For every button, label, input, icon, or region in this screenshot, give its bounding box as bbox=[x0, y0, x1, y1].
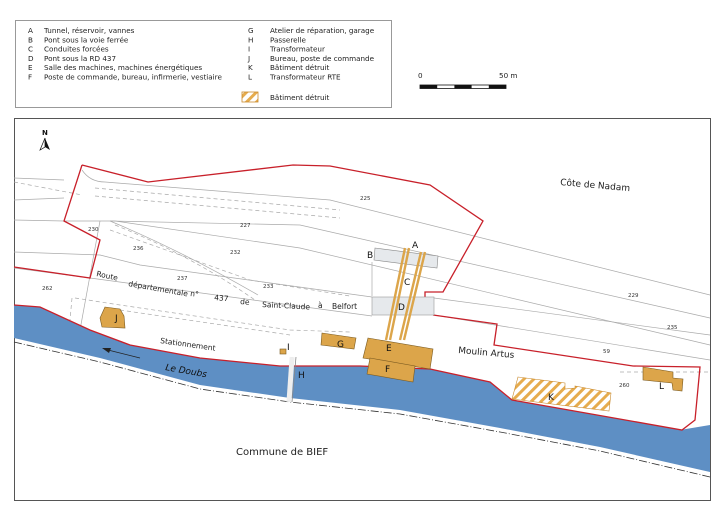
building-l bbox=[642, 366, 684, 392]
legend-label: Bâtiment détruit bbox=[270, 63, 330, 72]
legend-label: Conduites forcées bbox=[44, 45, 109, 54]
legend-key: G bbox=[248, 26, 254, 35]
hatch-label: Bâtiment détruit bbox=[270, 93, 330, 102]
legend-key: A bbox=[28, 26, 33, 35]
legend-key: L bbox=[248, 73, 252, 82]
parcel-number: 237 bbox=[177, 276, 188, 282]
label-moulin-artus: Moulin Artus bbox=[458, 346, 515, 361]
legend-key: K bbox=[248, 63, 253, 72]
building-g bbox=[320, 332, 357, 350]
property-boundary bbox=[13, 164, 701, 431]
building-f bbox=[366, 357, 416, 383]
svg-text:N: N bbox=[42, 129, 48, 137]
building-letter: D bbox=[398, 303, 405, 313]
legend-label: Poste de commande, bureau, infirmerie, v… bbox=[44, 73, 222, 82]
legend-key: I bbox=[248, 45, 250, 54]
parcel-number: 260 bbox=[619, 383, 630, 389]
building-k-destroyed bbox=[511, 376, 612, 412]
building-letter: L bbox=[659, 382, 664, 392]
parcel-number: 233 bbox=[263, 284, 274, 290]
parcel-number: 229 bbox=[628, 293, 639, 299]
building-letter: G bbox=[337, 340, 344, 350]
road-label-word: à bbox=[318, 301, 323, 310]
parcel-number: 235 bbox=[667, 325, 678, 331]
legend-key: H bbox=[248, 35, 253, 44]
legend-label: Pont sous la RD 437 bbox=[44, 54, 116, 63]
parcel-number: 232 bbox=[230, 250, 241, 256]
building-letter: H bbox=[298, 371, 305, 381]
legend-label: Bureau, poste de commande bbox=[270, 54, 375, 63]
label-commune-bief: Commune de BIEF bbox=[236, 447, 328, 458]
building-i bbox=[279, 348, 287, 355]
parcel-number: 59 bbox=[603, 349, 610, 355]
legend-key: D bbox=[28, 54, 34, 63]
north-arrow-icon: N bbox=[39, 129, 50, 151]
parcel-number: 230 bbox=[88, 227, 99, 233]
legend-key: F bbox=[28, 73, 32, 82]
building-letter: A bbox=[412, 241, 419, 251]
parcel-number: 227 bbox=[240, 223, 251, 229]
road-label-word: 437 bbox=[214, 293, 229, 303]
legend-label: Tunnel, réservoir, vannes bbox=[43, 26, 135, 35]
parcel-number: 225 bbox=[360, 196, 371, 202]
legend-frame bbox=[15, 20, 392, 108]
hatch-swatch bbox=[241, 91, 259, 103]
flow-arrow-icon bbox=[102, 348, 141, 359]
parcel-number: 262 bbox=[42, 286, 53, 292]
scale-bar: 0 50 m bbox=[418, 71, 517, 89]
building-letter: C bbox=[404, 278, 410, 288]
building-letter: E bbox=[386, 344, 392, 354]
legend-label: Pont sous la voie ferrée bbox=[44, 35, 129, 44]
legend-key: C bbox=[28, 45, 33, 54]
legend-key: B bbox=[28, 35, 33, 44]
legend-label: Transformateur bbox=[269, 45, 325, 54]
bridge-d bbox=[371, 296, 435, 316]
legend-key: E bbox=[28, 63, 33, 72]
building-j bbox=[99, 306, 126, 329]
building-letter: K bbox=[548, 393, 555, 403]
building-letter: J bbox=[114, 314, 118, 324]
scale-end: 50 m bbox=[499, 71, 517, 80]
building-letter: I bbox=[287, 343, 290, 353]
commune-boundary bbox=[13, 341, 711, 478]
parcel-number: 236 bbox=[133, 246, 144, 252]
road-label-word: n° bbox=[190, 289, 200, 299]
penstocks-c bbox=[384, 247, 427, 341]
building-e bbox=[362, 337, 434, 370]
road-label-word: Saint-Claude bbox=[262, 300, 311, 312]
legend-label: Salle des machines, machines énergétique… bbox=[44, 63, 202, 72]
building-letter: B bbox=[367, 251, 373, 261]
legend-key: J bbox=[247, 54, 250, 63]
legend-label: Transformateur RTE bbox=[269, 73, 341, 82]
legend-label: Passerelle bbox=[270, 35, 307, 44]
road-label-word: de bbox=[240, 297, 250, 307]
building-letter: F bbox=[385, 365, 390, 375]
road-label-word: Belfort bbox=[332, 302, 357, 311]
dashed-lines bbox=[13, 181, 710, 373]
river-doubs bbox=[14, 305, 710, 472]
scale-start: 0 bbox=[418, 71, 423, 80]
legend-label: Atelier de réparation, garage bbox=[270, 26, 375, 35]
